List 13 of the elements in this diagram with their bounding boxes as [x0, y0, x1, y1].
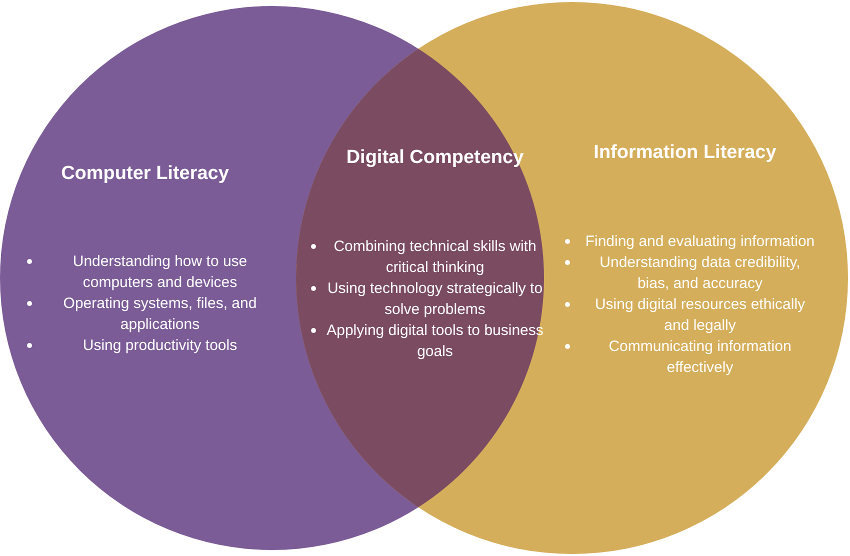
bullet-text: Applying digital tools to business goals — [326, 321, 544, 362]
bullet-text: Communicating information effectively — [608, 337, 792, 378]
bullet-text: Using productivity tools — [82, 336, 238, 356]
bullet-text: Combining technical skills with critical thinking — [332, 237, 538, 278]
bullet-text: Operating systems, files, and applications — [62, 294, 258, 335]
bullet-text: Using digital resources ethically and legally — [594, 295, 806, 336]
heading: Computer Literacy — [60, 162, 230, 186]
heading: Information Literacy — [592, 141, 778, 165]
bullet-text: Understanding data credibility, bias, and accuracy — [598, 253, 802, 294]
bullet-text: Using technology strategically to solve problems — [326, 279, 544, 320]
bullet-text: Finding and evaluating information — [585, 232, 815, 252]
bullet-text: Understanding how to use computers and devices — [72, 252, 248, 293]
heading: Digital Competency — [345, 146, 525, 170]
